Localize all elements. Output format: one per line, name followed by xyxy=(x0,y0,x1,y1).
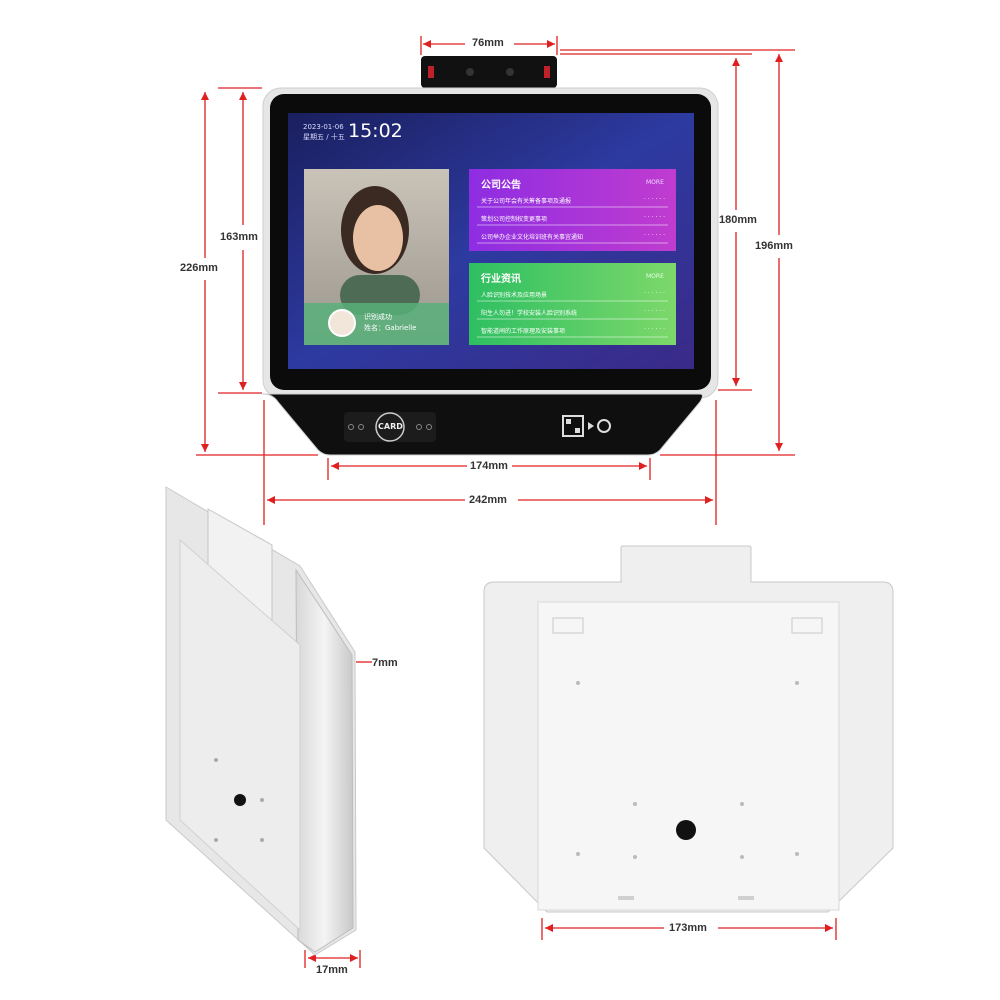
notice-item[interactable]: 关于公司年会有关筹备事项及通报 xyxy=(481,198,572,205)
camera-lens-icon-2 xyxy=(506,68,514,76)
news-item[interactable]: 阳生人勿进！学校安装人脸识别系统 xyxy=(481,310,578,317)
news-panel xyxy=(469,263,676,345)
dim-bottom-panel-width: 174mm xyxy=(470,460,508,472)
card-reader-icon xyxy=(375,412,405,442)
dim-back-width: 173mm xyxy=(669,922,707,934)
news-panel-title: 行业资讯 xyxy=(481,274,521,285)
dim-total-height-right: 196mm xyxy=(755,240,793,252)
dim-screen-height: 163mm xyxy=(220,231,258,243)
camera-module xyxy=(421,56,557,88)
qr-code-icon xyxy=(562,415,584,437)
camera-lens-icon xyxy=(466,68,474,76)
play-arrow-icon xyxy=(588,422,594,430)
notice-item[interactable]: 策划公司控制权变更事项 xyxy=(481,216,548,223)
news-item-dots: · · · · · · xyxy=(644,290,665,297)
news-more-link[interactable]: MORE xyxy=(646,273,664,280)
notice-more-link[interactable]: MORE xyxy=(646,179,664,186)
notice-item-dots: · · · · · · xyxy=(644,232,665,239)
dim-side-depth-bottom: 17mm xyxy=(316,964,348,976)
bottom-control-panel xyxy=(261,393,703,456)
dim-total-height: 226mm xyxy=(180,262,218,274)
dim-screen-height-right: 180mm xyxy=(719,214,757,226)
news-item-dots: · · · · · · xyxy=(644,326,665,333)
notice-panel-title: 公司公告 xyxy=(481,180,521,191)
news-item[interactable]: 人脸识别技术及应用场景 xyxy=(481,292,548,299)
user-name-label: 姓名：Gabrielle xyxy=(364,324,417,332)
dim-total-width: 242mm xyxy=(469,494,507,506)
news-item-dots: · · · · · · xyxy=(644,308,665,315)
user-recognition-label: 识别成功 xyxy=(364,313,392,321)
screen-weekday: 星期五 / 十五 xyxy=(303,133,345,141)
avatar xyxy=(328,309,356,337)
notice-item-dots: · · · · · · xyxy=(644,196,665,203)
notice-panel xyxy=(469,169,676,251)
notice-item[interactable]: 公司举办企业文化培训班有关事宜通知 xyxy=(481,234,584,241)
screen-date: 2023-01-06 xyxy=(303,123,344,131)
dim-camera-width: 76mm xyxy=(472,37,504,49)
side-view xyxy=(165,486,357,956)
card-label: CARD xyxy=(378,422,403,431)
news-item[interactable]: 智能道闸的工作原理及安装事项 xyxy=(481,328,566,335)
screen-time: 15:02 xyxy=(348,120,403,142)
dim-side-depth-top: 7mm xyxy=(372,657,398,669)
notice-item-dots: · · · · · · xyxy=(644,214,665,221)
scanner-icon xyxy=(597,419,611,433)
back-view xyxy=(483,545,894,913)
cable-hole xyxy=(676,820,696,840)
